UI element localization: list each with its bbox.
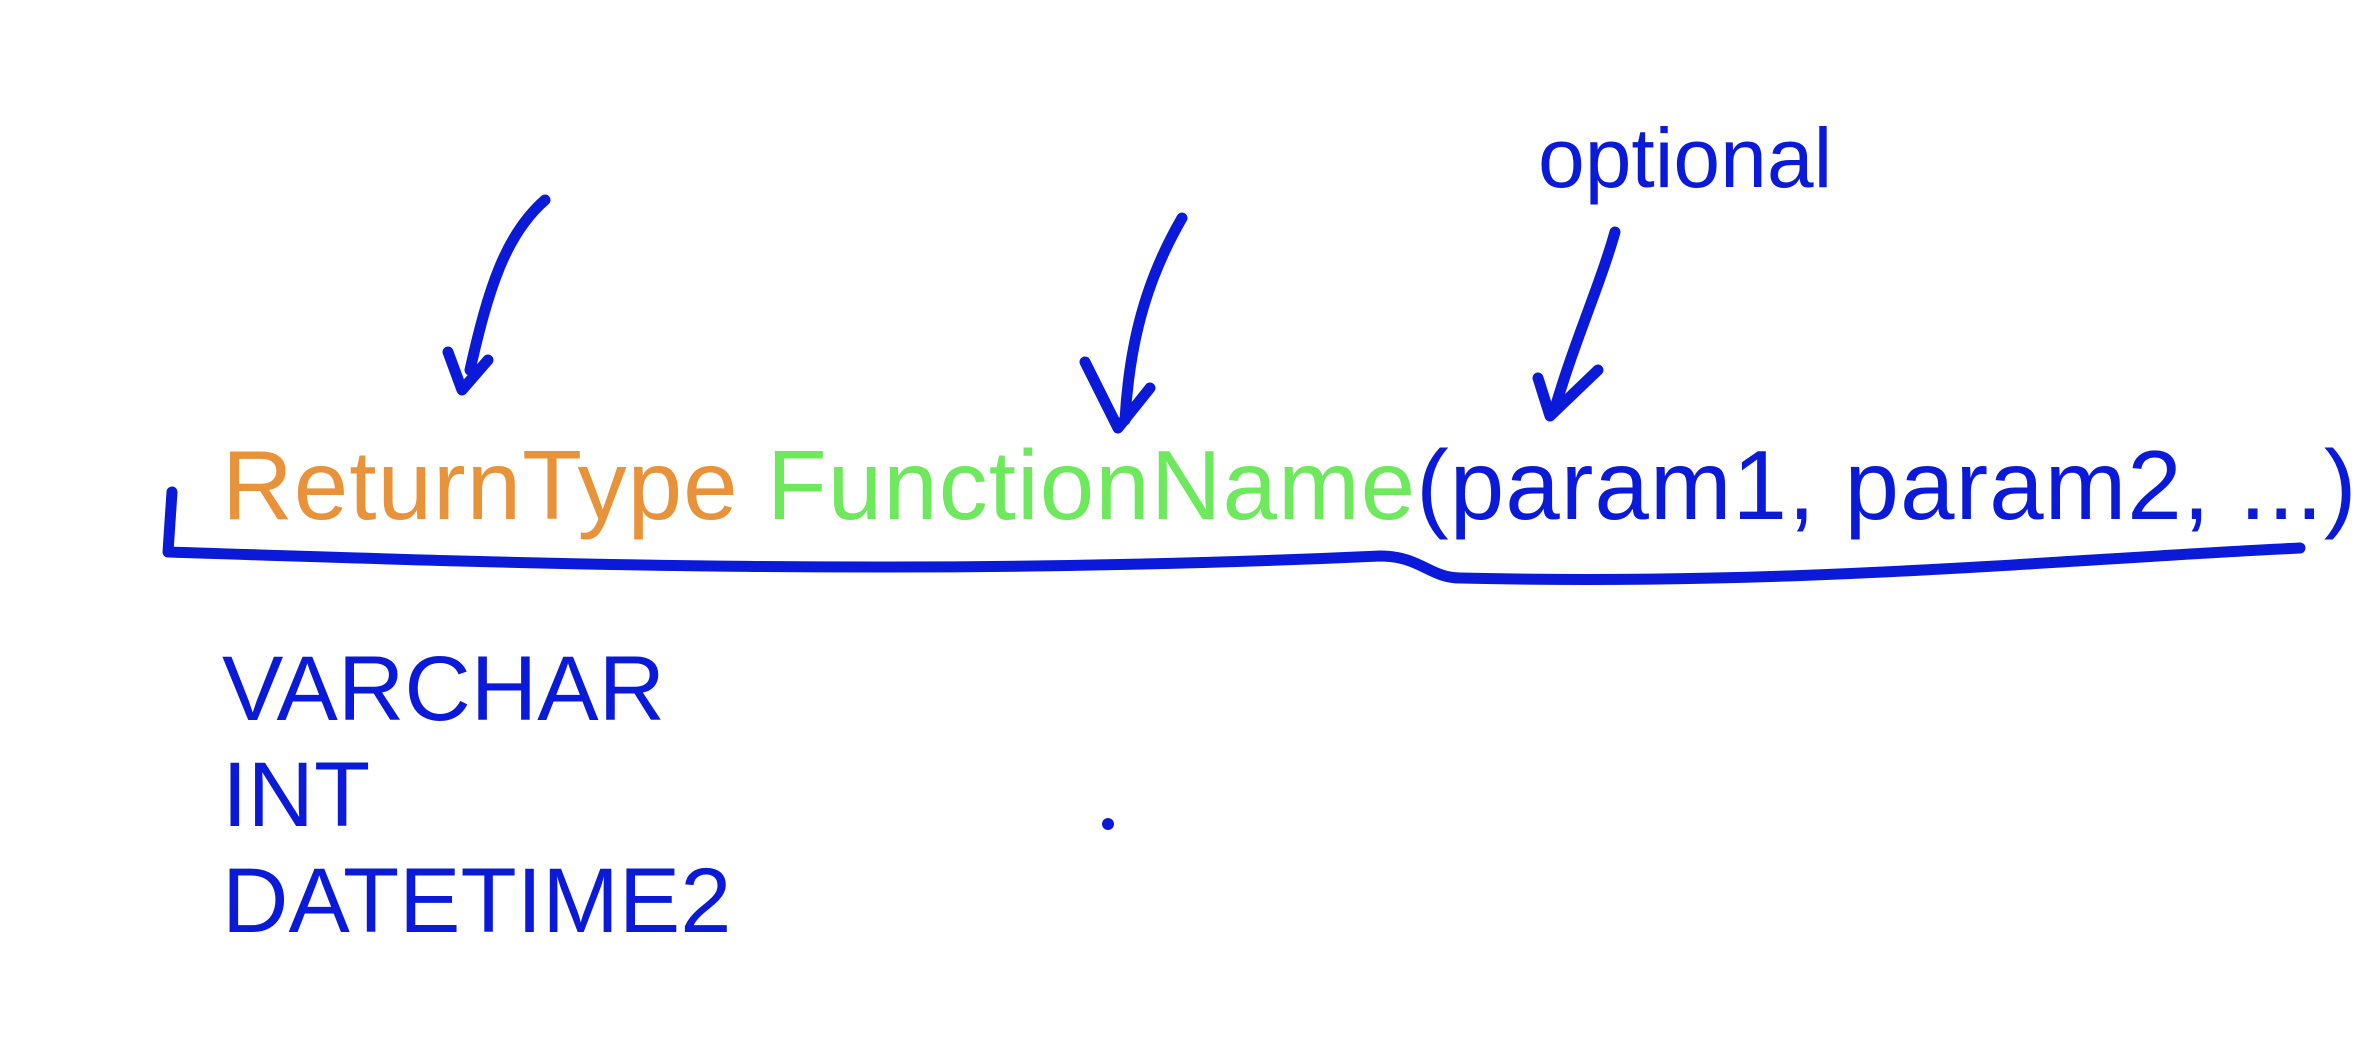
whiteboard-canvas: optional ReturnType FunctionName(param1,…	[162, 111, 2357, 954]
return-type-example: VARCHAR	[222, 638, 666, 740]
function-name-label: FunctionName	[766, 430, 1417, 540]
return-type-label: ReturnType	[222, 430, 739, 540]
signature-space	[739, 430, 767, 540]
stray-dot	[1102, 818, 1114, 830]
function-signature: ReturnType FunctionName(param1, param2, …	[222, 436, 2358, 534]
arrow-return-type	[442, 194, 551, 396]
return-type-examples: VARCHAR INT DATETIME2	[222, 636, 731, 954]
return-type-example: INT	[222, 744, 371, 846]
return-type-example: DATETIME2	[222, 850, 732, 952]
arrow-params	[1532, 226, 1621, 422]
params-label: (param1, param2, ...)	[1416, 430, 2358, 540]
optional-label: optional	[1538, 111, 1833, 205]
arrow-function-name	[1079, 212, 1188, 434]
